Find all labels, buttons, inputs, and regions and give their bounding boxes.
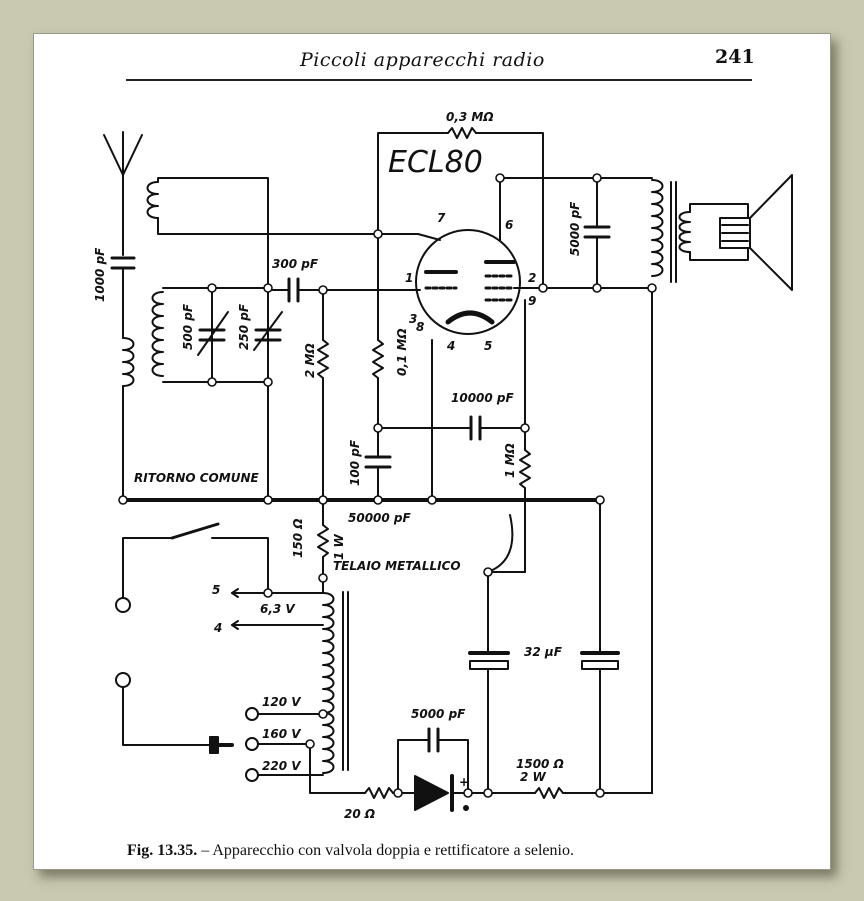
power-switch: [115, 522, 269, 613]
resistor-1500: [534, 787, 653, 799]
rectifier-dot: [463, 805, 469, 811]
pin-label: 6: [505, 218, 513, 232]
chassis-arrow: [487, 514, 514, 573]
voltage-selector: [115, 672, 366, 794]
label-c-5000-out: 5000 pF: [568, 201, 582, 256]
capacitor-32uf: [468, 644, 620, 794]
capacitor-10000pf: [377, 415, 526, 441]
label-c-50000: 50000 pF: [348, 511, 412, 525]
pin-label: 1: [405, 271, 413, 285]
label-ground: RITORNO COMUNE: [134, 471, 259, 485]
label-plus: +: [459, 775, 469, 789]
label-r-1500: 1500 Ω: [516, 757, 564, 771]
pin-label: 7: [437, 211, 446, 225]
resistor-1m: [519, 299, 531, 573]
label-v220: 220 V: [262, 759, 302, 773]
label-c-5000-rect: 5000 pF: [411, 707, 466, 721]
resistor-20: [364, 787, 416, 799]
pin-label: 5: [484, 339, 492, 353]
label-v63: 6,3 V: [260, 602, 296, 616]
label-c-100: 100 pF: [348, 439, 362, 486]
caption-text: – Apparecchio con valvola doppia e retti…: [197, 842, 574, 859]
tube-ecl80: [415, 177, 544, 335]
label-chassis: TELAIO METALLICO: [333, 559, 461, 573]
capacitor-1000pf: [110, 256, 136, 339]
label-v160: 160 V: [262, 727, 302, 741]
label-heater-5: 5: [212, 583, 220, 597]
resistor-2m: [317, 289, 329, 501]
output-transformer: [499, 177, 749, 289]
tube-label: ECL80: [388, 145, 483, 180]
pin-label: 2: [528, 271, 536, 285]
label-r-1500-w: 2 W: [520, 770, 547, 784]
page-number: 241: [715, 46, 755, 68]
junction-nodes: [118, 173, 657, 798]
speaker-icon: [719, 174, 793, 291]
label-c-10000: 10000 pF: [451, 391, 515, 405]
label-r-grid: 2 MΩ: [303, 343, 317, 378]
figure-number: Fig. 13.35.: [127, 842, 198, 859]
label-r-150: 150 Ω: [291, 519, 305, 558]
label-v120: 120 V: [262, 695, 302, 709]
page-header-title: Piccoli apparecchi radio: [300, 49, 545, 71]
label-heater-4: 4: [213, 621, 222, 635]
label-r-20: 20 Ω: [344, 807, 375, 821]
label-c-coupling: 300 pF: [272, 257, 319, 271]
label-c-antenna: 1000 pF: [93, 247, 107, 302]
antenna-coil: [122, 337, 135, 501]
variable-capacitor-500pf: [197, 287, 229, 383]
mains-transformer: [322, 591, 349, 774]
capacitor-100pf: [364, 455, 392, 501]
pin-label: 3: [409, 312, 417, 326]
label-c-tuning-500: 500 pF: [181, 303, 195, 350]
pin-label: 4: [446, 339, 455, 353]
variable-capacitor-250pf: [211, 287, 283, 383]
feedback-network: [377, 127, 544, 289]
label-r-150-w: 1 W: [332, 533, 346, 560]
capacitor-300pf: [267, 277, 421, 303]
resistor-0-1m: [372, 339, 384, 456]
pin-label: 9: [528, 294, 536, 308]
pin-label: 8: [416, 320, 424, 334]
label-c-32: 32 μF: [524, 645, 563, 659]
label-c-tuning-250: 250 pF: [237, 303, 251, 350]
selenium-rectifier: [397, 727, 536, 812]
label-r-01: 0,1 MΩ: [395, 328, 409, 376]
antenna-symbol: [103, 131, 143, 256]
label-r-feedback: 0,3 MΩ: [446, 110, 494, 124]
header-rule: [126, 79, 752, 81]
label-r-1m: 1 MΩ: [503, 443, 517, 478]
figure-caption: Fig. 13.35. – Apparecchio con valvola do…: [127, 842, 574, 860]
